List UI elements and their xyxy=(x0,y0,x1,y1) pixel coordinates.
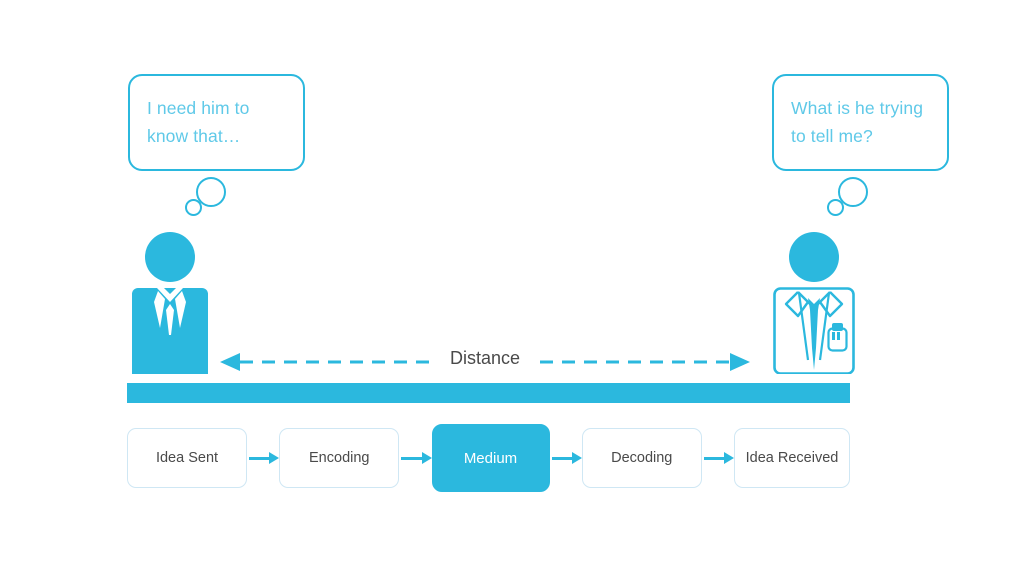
process-step-idea-received[interactable]: Idea Received xyxy=(734,428,850,488)
process-step-encoding[interactable]: Encoding xyxy=(279,428,400,488)
flow-arrow-3-icon xyxy=(550,451,583,465)
process-step-decoding[interactable]: Decoding xyxy=(581,428,702,488)
sender-person-icon xyxy=(124,232,216,374)
medium-channel-bar xyxy=(127,383,850,403)
process-step-idea-sent[interactable]: Idea Sent xyxy=(127,428,247,488)
distance-label: Distance xyxy=(449,348,521,368)
process-step-label: Encoding xyxy=(309,450,370,466)
receiver-person-icon xyxy=(768,232,860,375)
process-step-label: Idea Received xyxy=(745,450,839,466)
sender-thought-text: I need him to know that… xyxy=(147,98,250,146)
process-step-label: Idea Sent xyxy=(155,450,219,466)
process-step-medium[interactable]: Medium xyxy=(431,424,550,492)
sender-bubble-dot-large xyxy=(196,177,226,207)
process-flow: Idea Sent Encoding Medium Decoding Idea … xyxy=(127,424,850,492)
receiver-thought-text: What is he trying to tell me? xyxy=(791,98,924,146)
sender-bubble-dot-small xyxy=(185,199,202,216)
receiver-bubble-dot-small xyxy=(827,199,844,216)
flow-arrow-2-icon xyxy=(399,451,432,465)
right-dashed-arrow xyxy=(540,353,750,371)
distance-indicator: Distance xyxy=(212,344,758,380)
flow-arrow-4-icon xyxy=(702,451,735,465)
sender-thought-bubble: I need him to know that… xyxy=(128,74,305,171)
flow-arrow-1-icon xyxy=(247,451,280,465)
receiver-bubble-dot-large xyxy=(838,177,868,207)
left-dashed-arrow xyxy=(220,353,430,371)
process-step-label: Medium xyxy=(463,449,518,467)
receiver-thought-bubble: What is he trying to tell me? xyxy=(772,74,949,171)
process-step-label: Decoding xyxy=(611,450,673,466)
